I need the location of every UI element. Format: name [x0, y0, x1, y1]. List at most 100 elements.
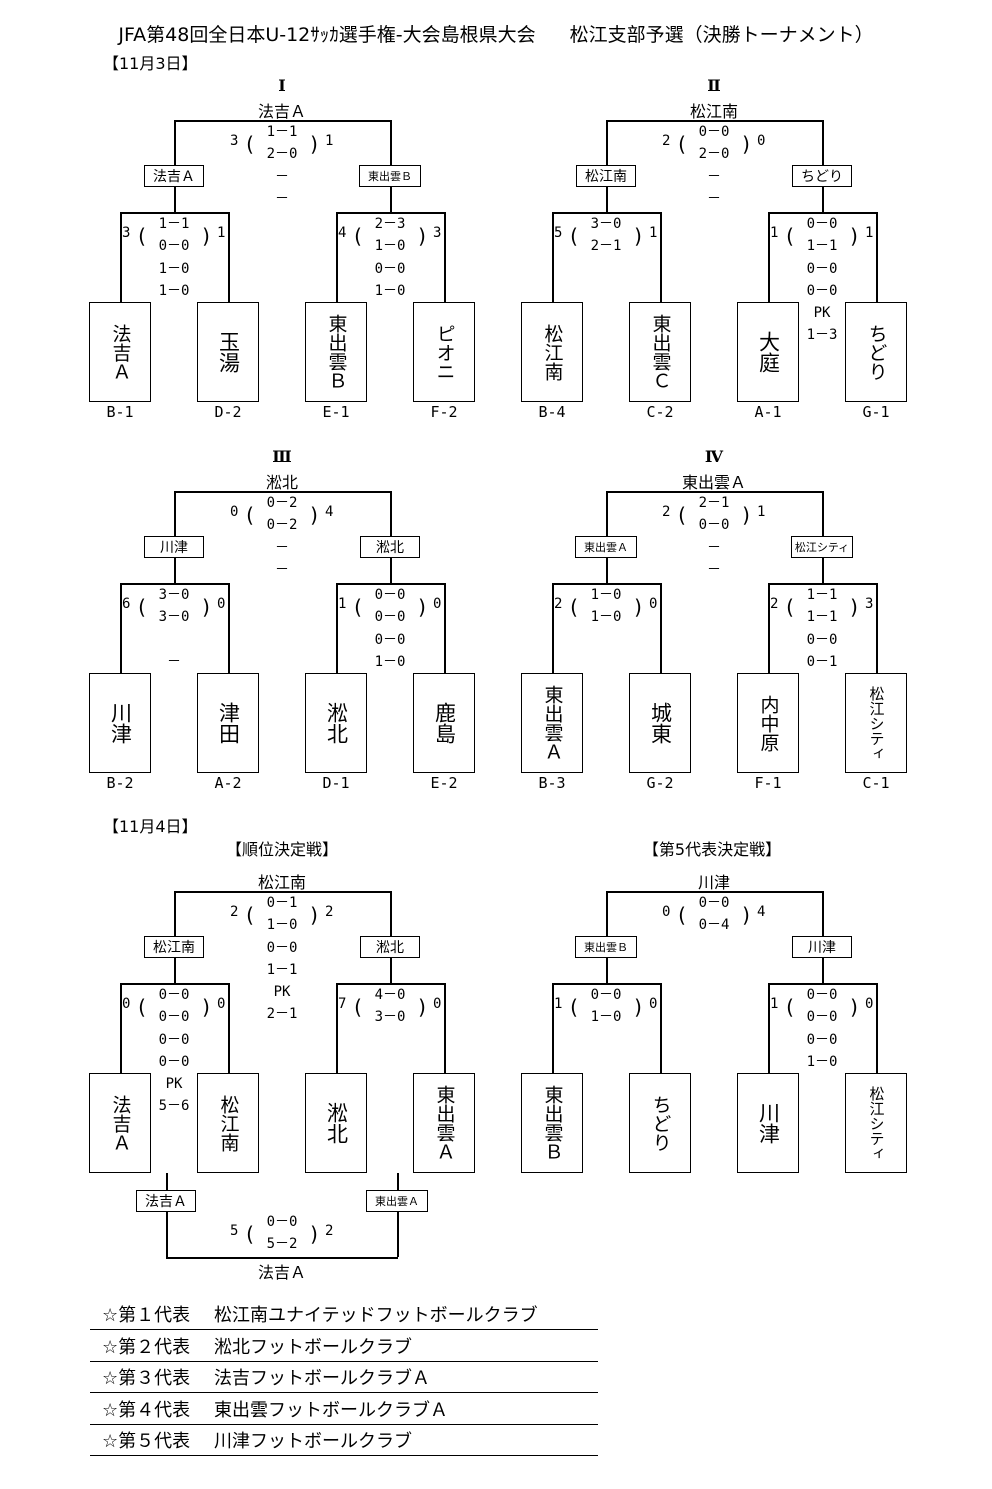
score-left: 6	[122, 596, 131, 612]
team-code: E-1	[322, 403, 350, 421]
representative-row: ☆第５代表川津フットボールクラブ	[90, 1426, 598, 1456]
score-half: 0－0	[698, 517, 730, 533]
score-extra: －	[167, 654, 181, 670]
score-extra: 0－0	[374, 261, 406, 277]
score-half: 0－0	[698, 895, 730, 911]
bracket-line	[336, 212, 445, 214]
bracket-line	[120, 583, 122, 673]
score-half: 0－0	[266, 1214, 298, 1230]
score-half: 1－0	[374, 238, 406, 254]
bracket-line	[822, 558, 824, 583]
team-name: 大庭	[756, 331, 781, 373]
page-title: JFA第48回全日本U-12ｻｯｶ選手権-大会島根県大会 松江支部予選（決勝トーナ…	[0, 20, 992, 47]
team-name: 松江シティ	[867, 1085, 886, 1161]
score-extra: 1－0	[158, 261, 190, 277]
bracket-line	[397, 1212, 399, 1257]
bracket-line	[174, 120, 176, 165]
bracket-line	[552, 583, 661, 585]
score-extra: 1－0	[158, 283, 190, 299]
title-left: JFA第48回全日本U-12ｻｯｶ選手権-大会島根県大会	[118, 24, 536, 46]
team-box: 松江南	[197, 1073, 259, 1173]
team-code: D-1	[322, 774, 350, 792]
bracket-line	[822, 891, 824, 936]
score-half: 0－0	[158, 987, 190, 1003]
score-half: 1－0	[590, 1009, 622, 1025]
score-half: 0－2	[266, 495, 298, 511]
bracket-line	[390, 120, 392, 165]
team-box: 鹿島	[413, 673, 475, 773]
paren-close: )	[310, 503, 318, 527]
bracket-line	[390, 891, 392, 936]
team-code: B-4	[538, 403, 566, 421]
paren-open: (	[570, 995, 578, 1019]
day2-label: 【11月4日】	[103, 817, 198, 836]
representative-row: ☆第４代表東出雲フットボールクラブＡ	[90, 1395, 598, 1425]
paren-close: )	[634, 224, 642, 248]
paren-close: )	[742, 132, 750, 156]
score-extra: －	[275, 169, 289, 185]
team-box: 東出雲Ｂ	[521, 1073, 583, 1173]
team-name: ちどり	[649, 1094, 672, 1152]
team-box: 東出雲Ｃ	[629, 302, 691, 402]
paren-close: )	[202, 595, 210, 619]
bracket-line	[822, 491, 824, 536]
paren-open: (	[354, 595, 362, 619]
bracket-line	[390, 558, 392, 583]
score-half: 3－0	[374, 1009, 406, 1025]
team-name: 淞北	[324, 1102, 349, 1144]
bracket-line	[174, 120, 391, 122]
bracket-name-box: 淞北	[360, 936, 420, 958]
score-half: 1－0	[266, 917, 298, 933]
bracket-line	[822, 958, 824, 983]
bracket-line	[822, 120, 824, 165]
bracket-line	[552, 983, 661, 985]
bracket-name-box: 法吉Ａ	[136, 1190, 196, 1212]
score-half: 1－1	[806, 609, 838, 625]
team-box: 川津	[737, 1073, 799, 1173]
bracket-line	[166, 1173, 168, 1190]
bracket-line	[174, 491, 391, 493]
bracket-line	[552, 583, 554, 673]
bracket-name-box: 東出雲Ａ	[366, 1190, 428, 1212]
score-right: 1	[217, 225, 226, 241]
bracket-line	[606, 491, 608, 536]
score-extra: －	[707, 562, 721, 578]
score-right: 0	[757, 133, 766, 149]
bracket-name-box: 松江南	[576, 165, 636, 187]
score-right: 0	[217, 596, 226, 612]
score-half: 0－0	[806, 216, 838, 232]
team-box: 松江シティ	[845, 1073, 907, 1173]
score-half: 1－1	[806, 238, 838, 254]
team-box: 大庭	[737, 302, 799, 402]
score-right: 1	[325, 133, 334, 149]
team-box: ちどり	[845, 302, 907, 402]
team-code: C-1	[862, 774, 890, 792]
team-code: A-2	[214, 774, 242, 792]
team-name: 松江南	[217, 1094, 240, 1152]
team-box: ピオニ	[413, 302, 475, 402]
team-code: G-1	[862, 403, 890, 421]
bracket-line	[336, 983, 445, 985]
paren-open: (	[678, 903, 686, 927]
title-right: 松江支部予選（決勝トーナメント）	[569, 24, 874, 46]
representative-rank: ☆第５代表	[102, 1431, 191, 1452]
team-name: 玉湯	[216, 331, 241, 373]
bracket-line	[552, 212, 661, 214]
bracket-line	[444, 212, 446, 302]
paren-close: )	[202, 995, 210, 1019]
bracket-line	[120, 983, 229, 985]
score-half: 0－0	[590, 987, 622, 1003]
score-half: 4－0	[374, 987, 406, 1003]
score-half: 0－0	[158, 238, 190, 254]
paren-close: )	[634, 995, 642, 1019]
representative-rank: ☆第４代表	[102, 1399, 191, 1421]
bracket-name-box: 法吉Ａ	[144, 165, 204, 187]
paren-open: (	[246, 132, 254, 156]
score-extra: 0－0	[158, 1054, 190, 1070]
score-left: 0	[662, 904, 671, 920]
score-half: 2－0	[266, 146, 298, 162]
score-extra: 0－1	[806, 654, 838, 670]
bracket-line	[166, 1212, 168, 1257]
team-code: C-2	[646, 403, 674, 421]
